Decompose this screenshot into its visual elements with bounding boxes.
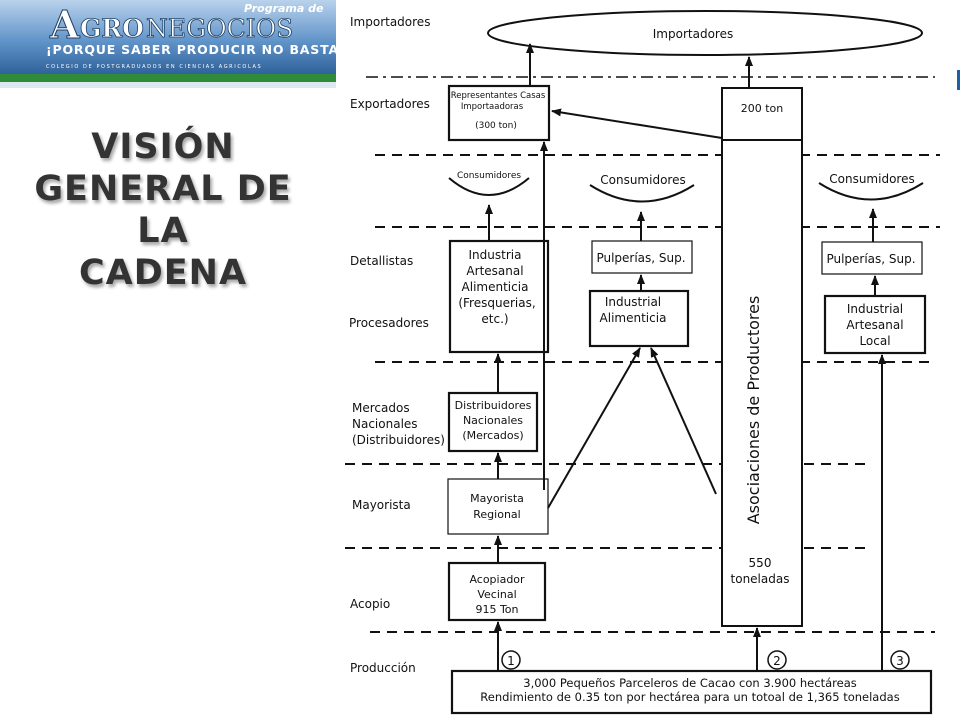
mayorista-regional-box bbox=[447, 478, 549, 535]
pulperias-right-box bbox=[821, 241, 923, 275]
level-procesadores: Procesadores bbox=[349, 316, 429, 330]
level-mercados-line-3: (Distribuidores) bbox=[352, 433, 445, 447]
pulperias-mid-label: Pulperías, Sup. bbox=[596, 251, 685, 265]
channel-3-marker bbox=[890, 650, 910, 670]
channel-1-label: 1 bbox=[507, 654, 515, 668]
level-detallistas: Detallistas bbox=[350, 254, 413, 268]
produccion-box bbox=[450, 669, 933, 715]
logo-gro: GRO bbox=[80, 14, 144, 43]
representantes-line-3: (300 ton) bbox=[475, 121, 517, 131]
importadores-ellipse bbox=[487, 10, 923, 56]
banner-background bbox=[0, 0, 336, 76]
industria-artesanal-line-1: Industria bbox=[469, 248, 522, 262]
slide-title-line-3: CADENA bbox=[78, 253, 248, 293]
representantes-box bbox=[447, 84, 551, 142]
industrial-local-line-1: Industrial bbox=[847, 302, 903, 316]
distribuidores-line-3: (Mercados) bbox=[462, 429, 523, 442]
distribuidores-line-1: Distribuidores bbox=[455, 399, 532, 412]
industrial-local-line-2: Artesanal bbox=[846, 318, 903, 332]
industrial-local-line-3: Local bbox=[859, 334, 890, 348]
logo-negocios: NEGOCIOS bbox=[146, 14, 293, 43]
ton-550-line-2: toneladas bbox=[731, 572, 790, 586]
channel-1-marker bbox=[501, 650, 521, 670]
produccion-line-2: Rendimiento de 0.35 ton por hectárea par… bbox=[480, 690, 899, 704]
consumidores-right-label: Consumidores bbox=[829, 172, 914, 186]
representantes-line-1: Representantes Casas bbox=[451, 91, 546, 101]
level-produccion: Producción bbox=[350, 661, 416, 675]
mayorista-regional-line-2: Regional bbox=[473, 508, 520, 521]
banner-green-stripe bbox=[0, 74, 336, 82]
level-mayorista: Mayorista bbox=[352, 498, 411, 512]
level-acopio: Acopio bbox=[350, 597, 390, 611]
slide-title-line-1: VISIÓN bbox=[91, 127, 235, 167]
banner-light-stripe bbox=[0, 82, 336, 88]
slide-title: VISIÓN GENERAL DE LA CADENA bbox=[18, 126, 308, 294]
consumidores-mid-cup bbox=[589, 184, 695, 203]
logo-letter-a: A bbox=[49, 2, 80, 47]
logo-institution: COLEGIO DE POSTGRADUADOS EN CIENCIAS AGR… bbox=[46, 64, 262, 70]
industria-artesanal-line-3: Alimenticia bbox=[462, 280, 529, 294]
acopiador-box bbox=[447, 561, 547, 622]
industrial-alimenticia-box bbox=[588, 289, 690, 348]
mayorista-regional-line-1: Mayorista bbox=[470, 492, 524, 505]
channel-2-label: 2 bbox=[773, 654, 781, 668]
pulperias-mid-box bbox=[591, 240, 693, 274]
value-chain-diagram: Importadores Exportadores Detallistas Pr… bbox=[345, 10, 940, 715]
side-accent-bar bbox=[957, 70, 960, 90]
industrial-alimenticia-line-2: Alimenticia bbox=[600, 311, 667, 325]
industria-artesanal-line-4: (Fresquerias, bbox=[458, 296, 535, 310]
ton-200-label: 200 ton bbox=[741, 102, 784, 115]
program-label: Programa de bbox=[244, 2, 324, 15]
industria-artesanal-line-2: Artesanal bbox=[466, 264, 523, 278]
asociaciones-label: Asociaciones de Productores bbox=[744, 296, 763, 525]
consumidores-right-cup bbox=[818, 182, 924, 201]
arrow-asociaciones-to-representantes bbox=[551, 108, 723, 139]
importadores-label: Importadores bbox=[653, 27, 733, 41]
ton-550-line-1: 550 bbox=[749, 556, 772, 570]
channel-2-marker bbox=[767, 650, 787, 670]
pulperias-right-label: Pulperías, Sup. bbox=[826, 252, 915, 266]
logo-slogan: ¡PORQUE SABER PRODUCIR NO BASTA! bbox=[46, 42, 336, 57]
industrial-alimenticia-line-1: Industrial bbox=[605, 295, 661, 309]
acopiador-line-1: Acopiador bbox=[469, 573, 525, 586]
level-mercados-line-1: Mercados bbox=[352, 401, 410, 415]
arrow-mayorista-to-industrial bbox=[547, 347, 641, 509]
channel-3-label: 3 bbox=[896, 654, 904, 668]
consumidores-small-cup bbox=[448, 177, 530, 196]
arrow-asociaciones-to-industrial bbox=[650, 347, 717, 495]
acopiador-line-2: Vecinal bbox=[477, 588, 516, 601]
industria-artesanal-box bbox=[448, 239, 550, 354]
industria-artesanal-line-5: etc.) bbox=[481, 312, 508, 326]
consumidores-mid-label: Consumidores bbox=[600, 173, 685, 187]
distribuidores-box bbox=[447, 391, 539, 453]
asociaciones-column bbox=[721, 87, 803, 627]
acopiador-line-3: 915 Ton bbox=[475, 603, 518, 616]
level-mercados-line-2: Nacionales bbox=[352, 417, 418, 431]
level-importadores: Importadores bbox=[350, 15, 430, 29]
agronegocios-logo: Programa de A GRO NEGOCIOS ¡PORQUE SABER… bbox=[0, 0, 336, 88]
consumidores-small-label: Consumidores bbox=[457, 171, 521, 181]
produccion-line-1: 3,000 Pequeños Parceleros de Cacao con 3… bbox=[523, 676, 856, 690]
representantes-line-2: Importaadoras bbox=[461, 102, 524, 112]
distribuidores-line-2: Nacionales bbox=[463, 414, 523, 427]
agronegocios-banner: Programa de A GRO NEGOCIOS ¡PORQUE SABER… bbox=[0, 0, 336, 88]
slide-title-line-2: GENERAL DE LA bbox=[34, 169, 292, 251]
level-exportadores: Exportadores bbox=[350, 97, 430, 111]
